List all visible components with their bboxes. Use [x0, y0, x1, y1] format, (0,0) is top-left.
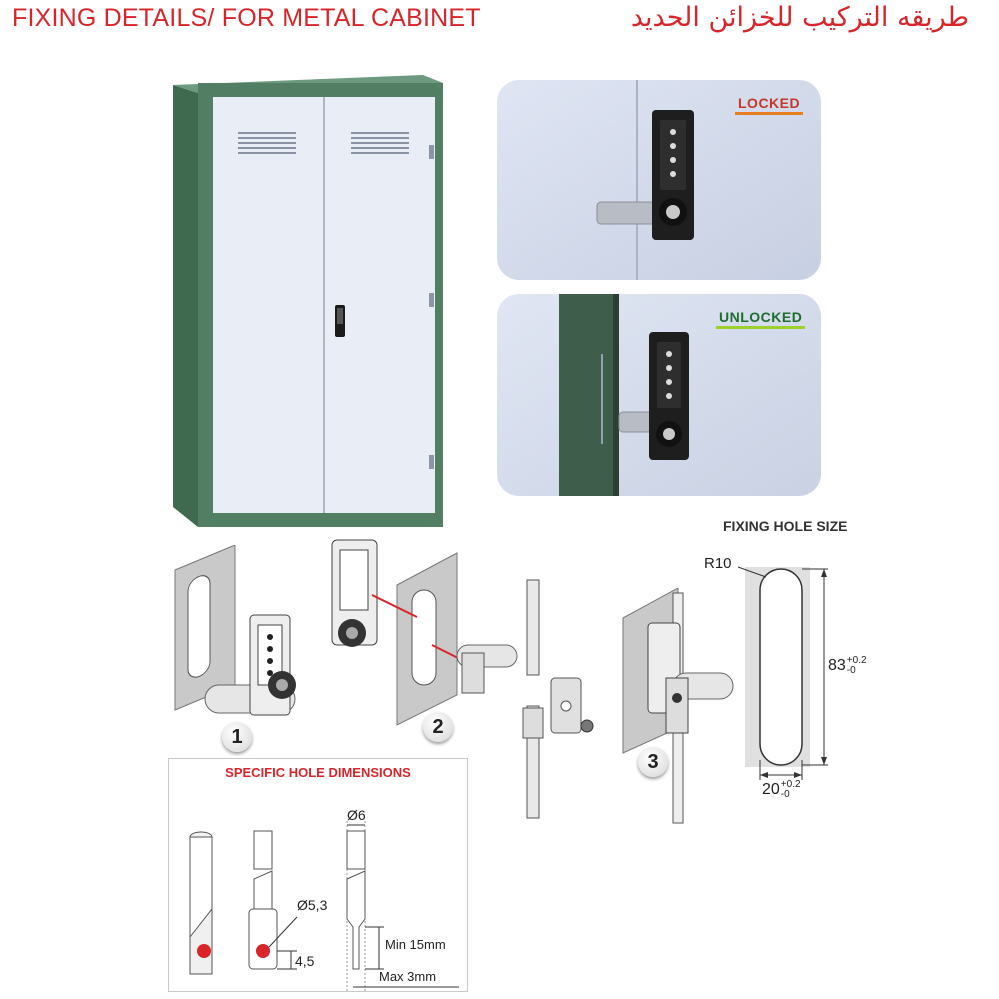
max-length-label: Max 3mm: [379, 969, 437, 984]
height-tol-upper: +0.2: [846, 655, 867, 666]
radius-label: R10: [704, 555, 732, 572]
min-length-label: Min 15mm: [385, 937, 446, 952]
title-english: FIXING DETAILS/ FOR METAL CABINET: [12, 4, 481, 32]
specific-hole-panel: SPECIFIC HOLE DIMENSIONS Ø6 Ø5,3 4,5 Min…: [168, 758, 468, 992]
title-arabic: طريقه التركيب للخزائن الحديد: [630, 2, 969, 33]
width-tol-lower: -0: [780, 789, 790, 800]
rod-diameter-label: Ø6: [347, 807, 366, 823]
rod-parts-illustration: [522, 579, 594, 819]
step-3-marker: 3: [638, 747, 668, 777]
width-tol-upper: +0.2: [780, 779, 801, 790]
locked-badge: LOCKED: [735, 94, 804, 115]
hole-offset-label: 4,5: [295, 953, 315, 969]
height-label: 83+0.2-0: [828, 656, 867, 676]
height-value: 83: [828, 657, 846, 675]
fixing-hole-drawing: [737, 566, 828, 780]
height-tol-lower: -0: [846, 665, 856, 676]
step-2-marker: 2: [423, 712, 453, 742]
step-3-illustration: [622, 588, 734, 824]
step-1-marker: 1: [222, 722, 252, 752]
step-2-illustration: [331, 539, 518, 726]
width-value: 20: [762, 781, 780, 799]
width-label: 20+0.2-0: [762, 780, 801, 800]
specific-hole-drawing: [189, 821, 459, 991]
hole-diameter-label: Ø5,3: [297, 897, 328, 913]
specific-hole-title: SPECIFIC HOLE DIMENSIONS: [225, 765, 411, 780]
metal-cabinet-illustration: [173, 75, 443, 527]
unlocked-badge: UNLOCKED: [716, 308, 806, 329]
fixing-hole-title: FIXING HOLE SIZE: [723, 518, 848, 534]
step-1-illustration: [174, 545, 296, 716]
